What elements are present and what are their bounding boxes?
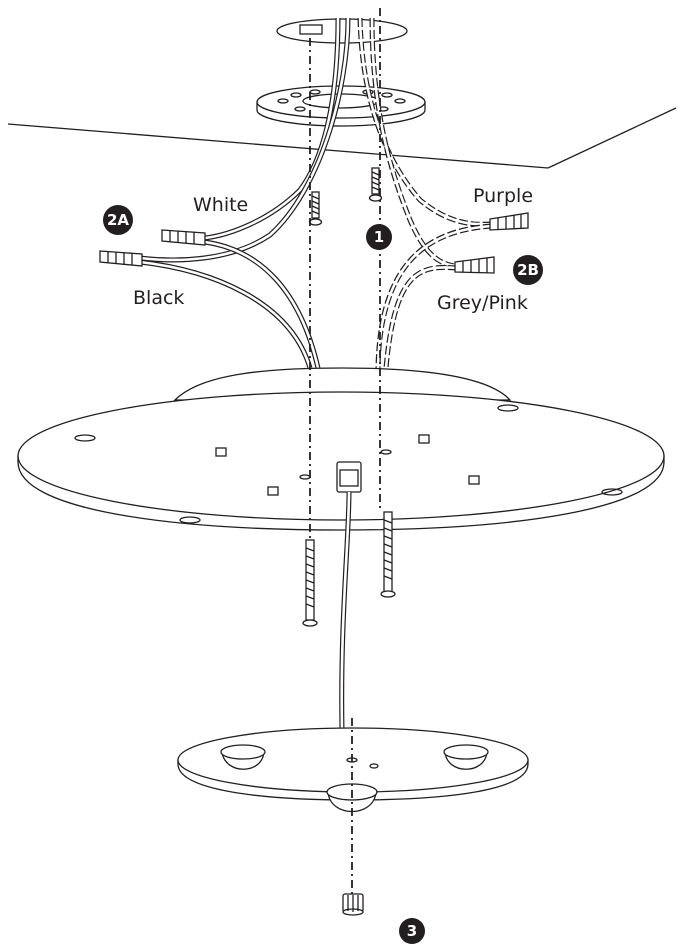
- fixture-wires: [139, 223, 493, 369]
- label-black: Black: [133, 287, 184, 309]
- label-grey-pink: Grey/Pink: [437, 292, 528, 314]
- step-badge-2a: 2A: [103, 205, 133, 235]
- canopy-screw-left: [302, 539, 318, 627]
- step-badge-1: 1: [366, 224, 392, 250]
- wire-nut-black: [99, 250, 143, 267]
- fixture-canopy: [17, 367, 665, 531]
- step-badge-1-label: 1: [374, 228, 384, 246]
- bulb-socket-right: [443, 744, 489, 770]
- bulb-socket-left: [220, 744, 266, 770]
- label-purple: Purple: [473, 185, 533, 207]
- junction-box-plate: [276, 18, 408, 44]
- step-badge-3-label: 3: [407, 922, 417, 940]
- bracket-screw-right: [368, 167, 383, 202]
- step-badge-3: 3: [399, 918, 425, 944]
- wire-nut-grey-pink: [454, 256, 495, 274]
- fixture-connector: [336, 461, 362, 731]
- bracket-screw-left: [308, 191, 323, 226]
- step-badge-2b-label: 2B: [517, 261, 539, 279]
- step-badge-2b: 2B: [513, 255, 543, 285]
- wire-nut-white: [161, 229, 206, 246]
- alignment-lines: [309, 8, 381, 894]
- wire-nut-purple: [489, 212, 529, 231]
- label-white: White: [193, 194, 248, 216]
- supply-wires: [139, 17, 493, 269]
- canopy-screw-right: [380, 511, 396, 598]
- lower-fixture-plate: [177, 727, 529, 801]
- ceiling-plane: [7, 107, 677, 169]
- mounting-bracket: [256, 85, 426, 127]
- finial-nut: [342, 893, 364, 916]
- step-badge-2a-label: 2A: [107, 211, 129, 229]
